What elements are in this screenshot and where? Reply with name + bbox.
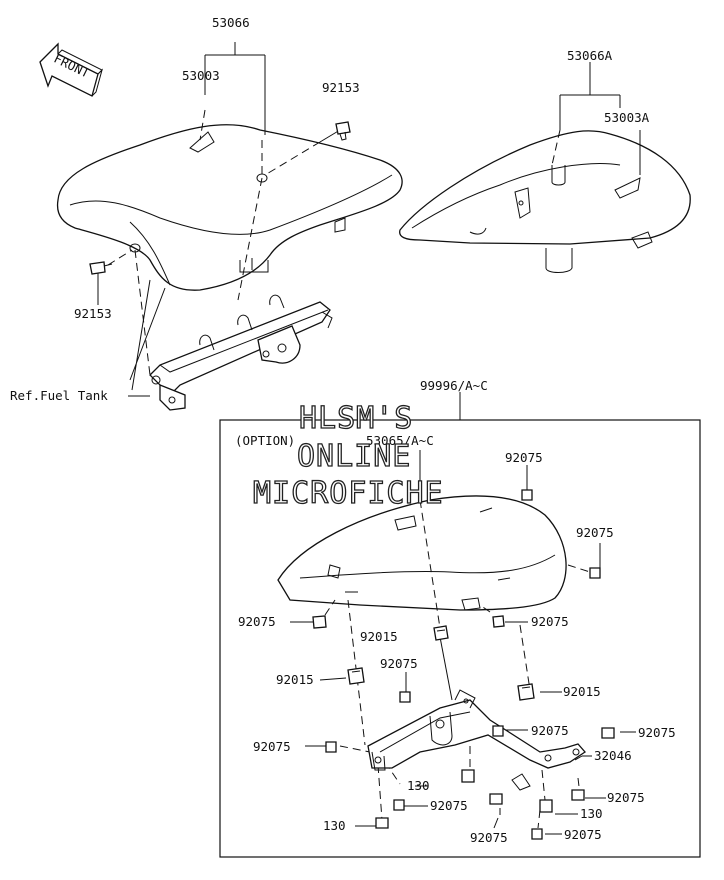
callout-53065: 53065/A~C <box>366 433 434 448</box>
bolt-92153-left-icon <box>89 261 113 275</box>
option-bracket <box>367 689 586 791</box>
callout-32046: 32046 <box>594 748 632 763</box>
callout-53003: 53003 <box>182 68 220 83</box>
callout-92075-i: 92075 <box>607 790 645 805</box>
callout-92075-b: 92075 <box>576 525 614 540</box>
callout-53066: 53066 <box>212 15 250 30</box>
callout-92075-e: 92075 <box>380 656 418 671</box>
bolt-92153-top-icon <box>335 121 351 141</box>
callout-92015-a: 92015 <box>360 629 398 644</box>
callout-92015-c: 92015 <box>563 684 601 699</box>
callout-99996: 99996/A~C <box>420 378 488 393</box>
callout-92075-c: 92075 <box>238 614 276 629</box>
callout-92075-g: 92075 <box>638 725 676 740</box>
callout-92075-h: 92075 <box>253 739 291 754</box>
nut-92015-a-icon <box>347 667 365 685</box>
leader-lines-top <box>97 42 641 397</box>
callout-92075-d: 92075 <box>531 614 569 629</box>
front-arrow-icon: FRONT <box>39 42 103 97</box>
callout-92015-b: 92015 <box>276 672 314 687</box>
callout-92075-j: 92075 <box>430 798 468 813</box>
watermark: HLSM'S ONLINE MICROFICHE <box>252 400 444 511</box>
callout-92153-top: 92153 <box>322 80 360 95</box>
ref-fuel-tank-label: Ref.Fuel Tank <box>10 388 108 403</box>
callout-130-c: 130 <box>323 818 346 833</box>
nut-92015-c-icon <box>517 683 535 701</box>
option-label: (OPTION) <box>235 433 295 448</box>
watermark-line-3: MICROFICHE <box>253 476 444 511</box>
callout-130-a: 130 <box>407 778 430 793</box>
nut-92015-b-icon <box>433 625 449 641</box>
callout-92075-f: 92075 <box>531 723 569 738</box>
callout-92075-a: 92075 <box>505 450 543 465</box>
callout-labels: 53066 53003 92153 92153 53066A 53003A Re… <box>10 15 676 845</box>
callout-92075-k: 92075 <box>470 830 508 845</box>
solo-cowl <box>277 495 567 611</box>
callout-130-b: 130 <box>580 806 603 821</box>
rider-seat <box>56 124 403 291</box>
callout-92075-l: 92075 <box>564 827 602 842</box>
watermark-line-2: ONLINE <box>297 439 411 474</box>
seat-bracket <box>149 294 333 411</box>
callout-53066A: 53066A <box>567 48 613 63</box>
watermark-line-1: HLSM'S <box>299 401 413 436</box>
callout-92153-left: 92153 <box>74 306 112 321</box>
pillion-seat <box>399 130 691 273</box>
bolt-icons <box>312 489 615 840</box>
callout-53003A: 53003A <box>604 110 650 125</box>
